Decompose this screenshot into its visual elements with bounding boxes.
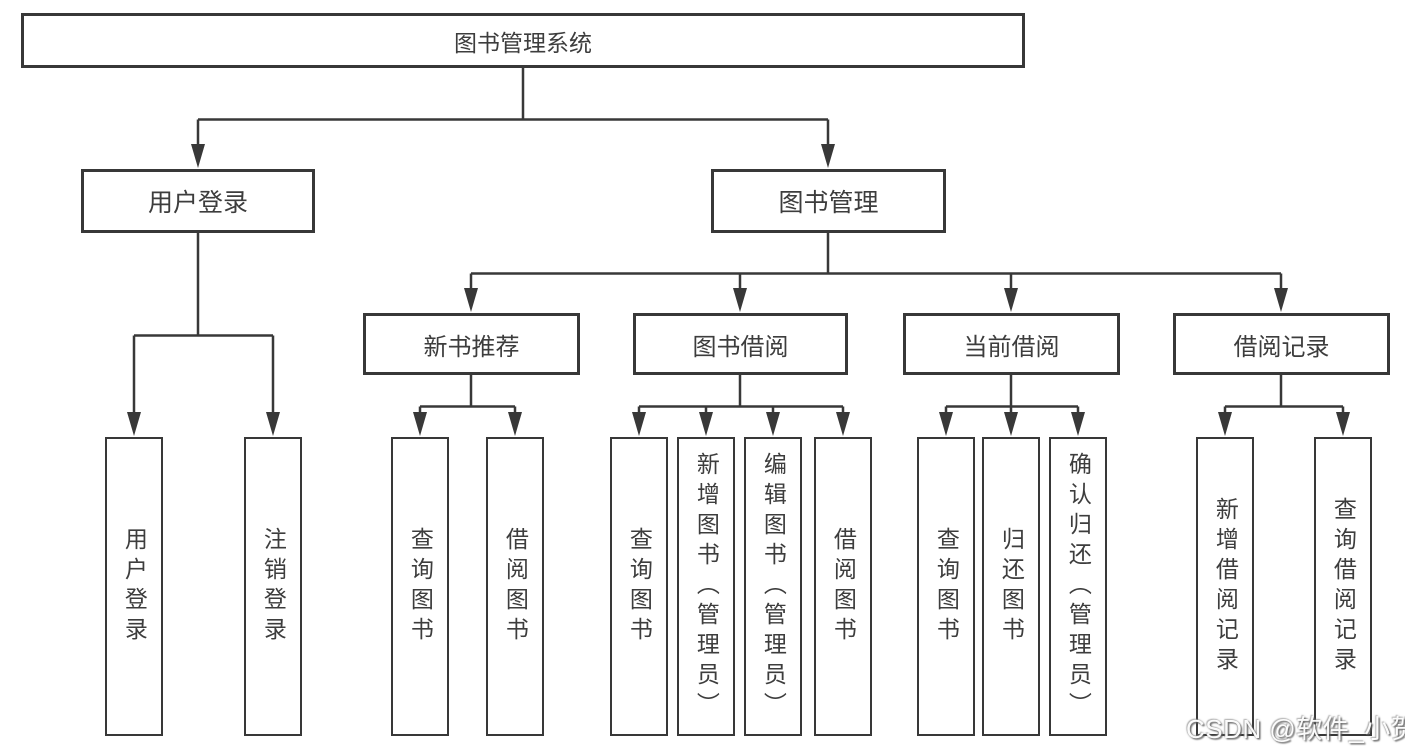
node-borrowing-records: 借阅记录 bbox=[1173, 313, 1390, 375]
leaf-logout: 注销登录 bbox=[244, 437, 302, 736]
node-book-borrowing: 图书借阅 bbox=[633, 313, 848, 375]
node-library-system: 图书管理系统 bbox=[21, 13, 1025, 68]
leaf-confirm-return-admin-label: 确认归还（管理员） bbox=[1065, 451, 1092, 722]
leaf-query-books-recommend: 查询图书 bbox=[391, 437, 449, 736]
leaf-user-login: 用户登录 bbox=[105, 437, 163, 736]
node-current-borrowing: 当前借阅 bbox=[903, 313, 1120, 375]
leaf-confirm-return-admin: 确认归还（管理员） bbox=[1049, 437, 1107, 736]
leaf-add-borrow-record-label: 新增借阅记录 bbox=[1212, 496, 1239, 677]
leaf-user-login-label: 用户登录 bbox=[121, 526, 148, 647]
leaf-query-books-current-label: 查询图书 bbox=[933, 526, 960, 647]
leaf-logout-label: 注销登录 bbox=[260, 526, 287, 647]
leaf-add-book-admin-label: 新增图书（管理员） bbox=[693, 451, 720, 722]
leaf-add-book-admin: 新增图书（管理员） bbox=[677, 437, 735, 736]
leaf-edit-book-admin-label: 编辑图书（管理员） bbox=[760, 451, 787, 722]
leaf-return-books: 归还图书 bbox=[982, 437, 1040, 736]
node-new-book-recommendation: 新书推荐 bbox=[363, 313, 580, 375]
leaf-query-books-current: 查询图书 bbox=[917, 437, 975, 736]
leaf-query-books-borrowing-label: 查询图书 bbox=[626, 526, 653, 647]
leaf-borrow-books-recommend-label: 借阅图书 bbox=[502, 526, 529, 647]
node-user-login: 用户登录 bbox=[81, 169, 315, 233]
leaf-borrow-books-label: 借阅图书 bbox=[830, 526, 857, 647]
leaf-query-books-recommend-label: 查询图书 bbox=[407, 526, 434, 647]
node-book-management: 图书管理 bbox=[711, 169, 946, 233]
leaf-edit-book-admin: 编辑图书（管理员） bbox=[744, 437, 802, 736]
leaf-query-books-borrowing: 查询图书 bbox=[610, 437, 668, 736]
leaf-return-books-label: 归还图书 bbox=[998, 526, 1025, 647]
leaf-query-borrow-record-label: 查询借阅记录 bbox=[1330, 496, 1357, 677]
leaf-add-borrow-record: 新增借阅记录 bbox=[1196, 437, 1254, 736]
leaf-borrow-books-recommend: 借阅图书 bbox=[486, 437, 544, 736]
leaf-borrow-books: 借阅图书 bbox=[814, 437, 872, 736]
leaf-query-borrow-record: 查询借阅记录 bbox=[1314, 437, 1372, 736]
watermark-csdn: CSDN @软件_小贺同学 bbox=[1186, 714, 1405, 744]
